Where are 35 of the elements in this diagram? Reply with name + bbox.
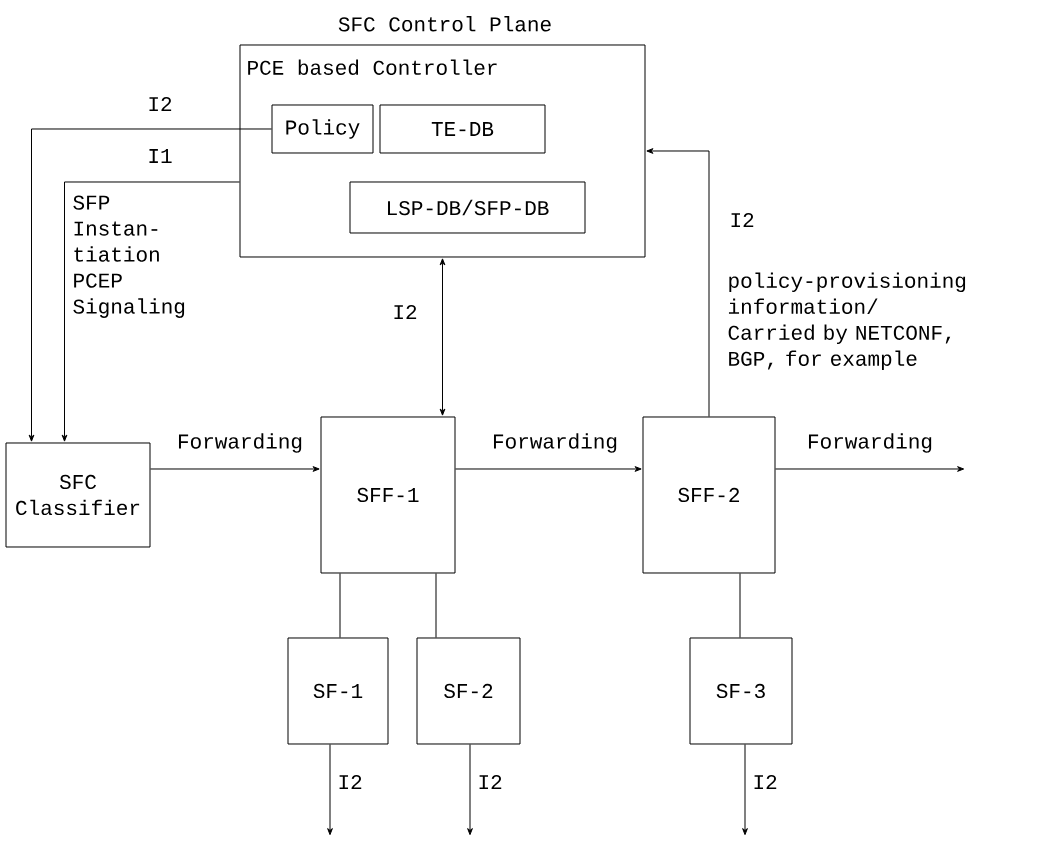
connector bbox=[455, 466, 642, 472]
edge-label: I2 bbox=[391, 303, 419, 320]
function-box: SF-1 bbox=[287, 637, 389, 745]
connector bbox=[467, 744, 473, 836]
connector bbox=[61, 181, 240, 442]
connector bbox=[775, 466, 965, 472]
edge-label: I2 bbox=[728, 211, 756, 228]
database-box: TE-DB bbox=[379, 104, 546, 154]
edge-label: Forwarding bbox=[176, 432, 304, 454]
connector bbox=[435, 573, 437, 638]
classifier-box: SFC Classifier bbox=[5, 442, 151, 548]
edge-label: I1 bbox=[146, 148, 174, 164]
connector bbox=[739, 573, 741, 638]
connector bbox=[439, 258, 446, 416]
edge-label: I2 bbox=[751, 773, 779, 790]
database-box: LSP-DB/SFP-DB bbox=[349, 181, 586, 234]
forwarder-box: SFF-2 bbox=[642, 416, 776, 574]
edge-label: I2 bbox=[476, 773, 504, 790]
connector bbox=[28, 128, 272, 442]
edge-label: I2 bbox=[146, 95, 174, 112]
note: SFP Instan- tiation PCEP Signaling bbox=[73, 195, 185, 318]
connector bbox=[150, 466, 320, 472]
forwarder-box: SFF-1 bbox=[320, 416, 456, 574]
title: SFC Control Plane bbox=[338, 16, 551, 32]
connector bbox=[339, 573, 341, 638]
connector bbox=[327, 744, 333, 836]
function-box: SF-3 bbox=[689, 637, 793, 745]
connector bbox=[742, 744, 748, 836]
policy-box: Policy bbox=[271, 104, 374, 154]
connector bbox=[646, 148, 710, 417]
function-box: SF-2 bbox=[416, 637, 521, 745]
edge-label: Forwarding bbox=[806, 432, 934, 454]
edge-label: I2 bbox=[336, 773, 364, 790]
edge-label: Forwarding bbox=[491, 432, 619, 454]
note: policy-provisioning information/ Carried by NETCONF, BGP, for example bbox=[728, 272, 966, 371]
